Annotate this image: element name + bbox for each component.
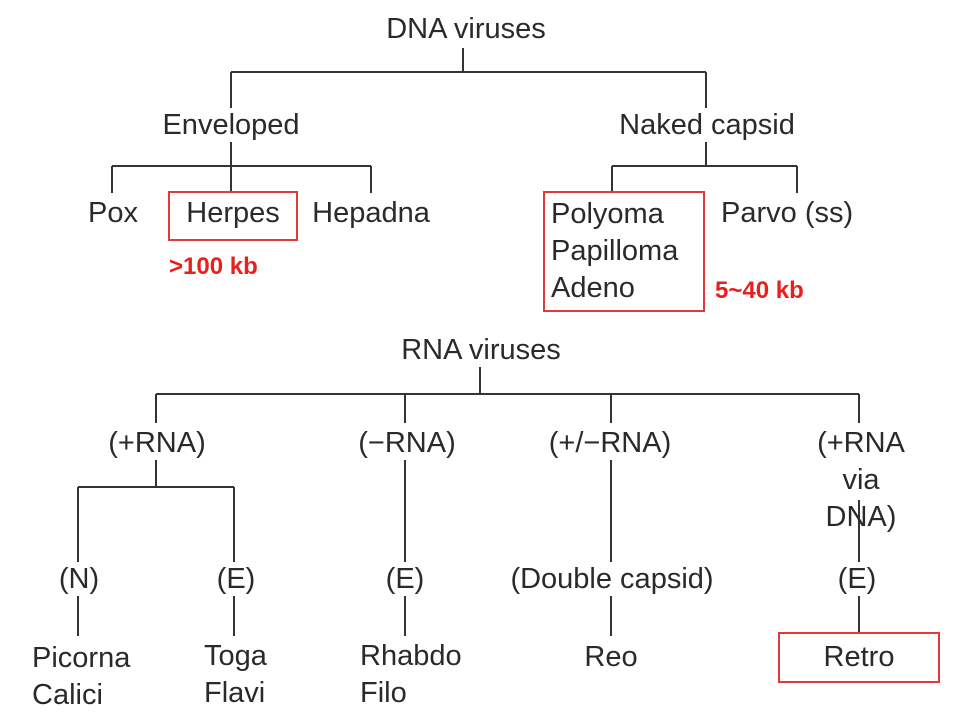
minus-rna-e-label: (E)	[385, 563, 425, 595]
toga-flavi-label: Toga Flavi	[204, 640, 267, 709]
small-genome-annotation: 5~40 kb	[715, 277, 804, 304]
parvo-label: Parvo (ss)	[721, 197, 854, 229]
retro-label: Retro	[823, 641, 895, 673]
plus-rna-label: (+RNA)	[108, 427, 206, 459]
dna-root-label: DNA viruses	[386, 13, 546, 45]
large-genome-annotation: >100 kb	[169, 253, 258, 280]
rna-root-label: RNA viruses	[401, 334, 561, 366]
naked-capsid-label: Naked capsid	[619, 109, 795, 141]
polyoma-papilloma-adeno-label: Polyoma Papilloma Adeno	[551, 198, 679, 304]
small-dna-highlight-box	[543, 191, 705, 312]
picorna-calici-label: Picorna Calici	[32, 642, 131, 711]
reo-label: Reo	[584, 641, 638, 673]
double-capsid-label: (Double capsid)	[510, 563, 714, 595]
retro-rna-label: (+RNA via DNA)	[817, 427, 905, 533]
herpes-label: Herpes	[186, 197, 280, 229]
plus-rna-e-label: (E)	[216, 563, 256, 595]
hepadna-label: Hepadna	[312, 197, 430, 229]
enveloped-label: Enveloped	[162, 109, 300, 141]
pox-label: Pox	[88, 197, 138, 229]
double-rna-label: (+/−RNA)	[548, 427, 672, 459]
retro-e-label: (E)	[837, 563, 877, 595]
minus-rna-label: (−RNA)	[358, 427, 456, 459]
herpes-highlight-box	[168, 191, 298, 241]
rhabdo-filo-label: Rhabdo Filo	[360, 640, 462, 709]
retro-highlight-box	[778, 632, 940, 683]
plus-rna-n-label: (N)	[58, 563, 100, 595]
